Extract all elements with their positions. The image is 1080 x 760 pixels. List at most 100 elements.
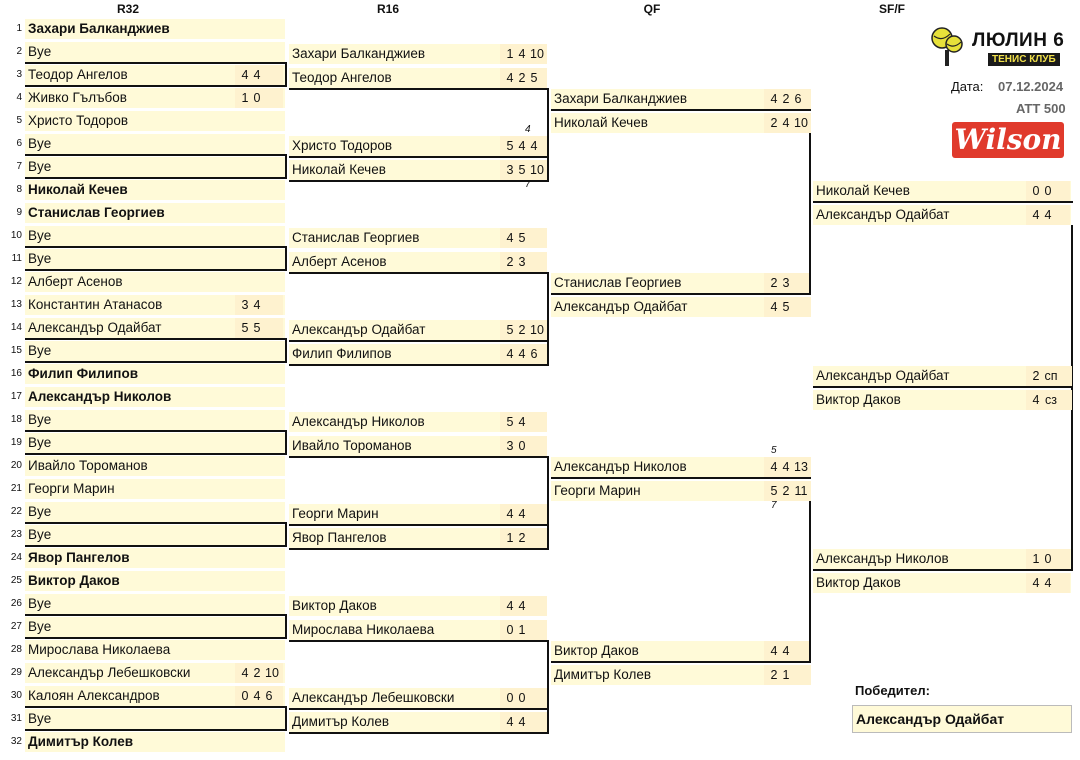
- r32-player[interactable]: Станислав Георгиев: [25, 203, 285, 223]
- set-score: 3: [518, 255, 526, 269]
- r32-player[interactable]: Bye: [25, 525, 285, 545]
- sf-player[interactable]: Александър Одайбат: [813, 205, 1071, 225]
- set-score: 2: [1032, 369, 1040, 383]
- r32-player[interactable]: Bye: [25, 157, 285, 177]
- r32-player[interactable]: Bye: [25, 226, 285, 246]
- r32-player[interactable]: Захари Балканджиев: [25, 19, 285, 39]
- r32-player[interactable]: Ивайло Тороманов: [25, 456, 285, 476]
- r32-player[interactable]: Bye: [25, 42, 285, 62]
- r32-player[interactable]: Николай Кечев: [25, 180, 285, 200]
- r32-player[interactable]: Теодор Ангелов: [25, 65, 285, 85]
- r32-player[interactable]: Живко Гълъбов: [25, 88, 285, 108]
- r32-player[interactable]: Калоян Александров: [25, 686, 285, 706]
- r32-player[interactable]: Александър Николов: [25, 387, 285, 407]
- final-player[interactable]: Виктор Даков: [813, 390, 1071, 410]
- r32-player[interactable]: Bye: [25, 134, 285, 154]
- set-score: 4: [782, 460, 790, 474]
- set-score: 4: [518, 139, 526, 153]
- final-player[interactable]: Александър Одайбат: [813, 366, 1071, 386]
- r32-player[interactable]: Алберт Асенов: [25, 272, 285, 292]
- r32-player[interactable]: Виктор Даков: [25, 571, 285, 591]
- qf-player[interactable]: Станислав Георгиев: [551, 273, 809, 293]
- set-score: 4: [530, 139, 538, 153]
- r16-player[interactable]: Станислав Георгиев: [289, 228, 547, 248]
- r16-player[interactable]: Виктор Даков: [289, 596, 547, 616]
- r32-player[interactable]: Александър Лебешковски: [25, 663, 285, 683]
- bracket-line: [289, 364, 549, 366]
- r16-player[interactable]: Александър Одайбат: [289, 320, 547, 340]
- r16-player[interactable]: Захари Балканджиев: [289, 44, 547, 64]
- bracket-line: [25, 361, 287, 363]
- seed-number: 31: [10, 713, 22, 724]
- r32-player[interactable]: Bye: [25, 249, 285, 269]
- r32-player[interactable]: Bye: [25, 410, 285, 430]
- r16-player[interactable]: Николай Кечев: [289, 160, 547, 180]
- seed-number: 11: [11, 253, 22, 264]
- seed-number: 10: [10, 230, 22, 241]
- set-score: 2: [770, 668, 778, 682]
- set-score: 10: [530, 163, 544, 177]
- qf-player[interactable]: Захари Балканджиев: [551, 89, 809, 109]
- r16-player[interactable]: Александър Лебешковски: [289, 688, 547, 708]
- r16-player[interactable]: Алберт Асенов: [289, 252, 547, 272]
- r32-player[interactable]: Александър Одайбат: [25, 318, 285, 338]
- seed-number: 20: [10, 460, 22, 471]
- r16-player[interactable]: Христо Тодоров: [289, 136, 547, 156]
- seed-number: 3: [16, 69, 22, 80]
- r32-player[interactable]: Мирослава Николаева: [25, 640, 285, 660]
- bracket-line: [1071, 225, 1073, 571]
- qf-player[interactable]: Димитър Колев: [551, 665, 809, 685]
- r16-player[interactable]: Мирослава Николаева: [289, 620, 547, 640]
- bracket-line: [813, 386, 1073, 388]
- bracket-line: [289, 640, 549, 642]
- bracket-line: [289, 272, 549, 274]
- qf-player[interactable]: Александър Одайбат: [551, 297, 809, 317]
- r32-player[interactable]: Георги Марин: [25, 479, 285, 499]
- r16-player[interactable]: Ивайло Тороманов: [289, 436, 547, 456]
- r32-player[interactable]: Bye: [25, 594, 285, 614]
- bracket-line: [289, 456, 549, 458]
- sf-player[interactable]: Виктор Даков: [813, 573, 1071, 593]
- sf-player[interactable]: Александър Николов: [813, 549, 1071, 569]
- set-score: 2: [782, 484, 790, 498]
- bracket-line: [285, 338, 287, 363]
- r32-player[interactable]: Bye: [25, 617, 285, 637]
- set-score: 2: [770, 276, 778, 290]
- r16-player[interactable]: Александър Николов: [289, 412, 547, 432]
- set-score: 4: [506, 71, 514, 85]
- set-score: 4: [1032, 576, 1040, 590]
- r32-player[interactable]: Христо Тодоров: [25, 111, 285, 131]
- r16-player[interactable]: Явор Пангелов: [289, 528, 547, 548]
- qf-player[interactable]: Николай Кечев: [551, 113, 809, 133]
- r16-player[interactable]: Филип Филипов: [289, 344, 547, 364]
- sf-player[interactable]: Николай Кечев: [813, 181, 1071, 201]
- qf-player[interactable]: Георги Марин: [551, 481, 809, 501]
- r32-player[interactable]: Bye: [25, 502, 285, 522]
- r32-player[interactable]: Филип Филипов: [25, 364, 285, 384]
- r32-player[interactable]: Bye: [25, 709, 285, 729]
- r32-player[interactable]: Явор Пангелов: [25, 548, 285, 568]
- r32-player[interactable]: Константин Атанасов: [25, 295, 285, 315]
- set-score: 10: [265, 666, 279, 680]
- set-score: 4: [506, 507, 514, 521]
- qf-player[interactable]: Александър Николов: [551, 457, 809, 477]
- bracket-line: [551, 661, 811, 663]
- r32-player[interactable]: Bye: [25, 341, 285, 361]
- r16-player[interactable]: Теодор Ангелов: [289, 68, 547, 88]
- r16-player[interactable]: Димитър Колев: [289, 712, 547, 732]
- r32-player[interactable]: Bye: [25, 433, 285, 453]
- seed-number: 16: [10, 368, 22, 379]
- bracket-line: [285, 62, 287, 87]
- r16-player[interactable]: Георги Марин: [289, 504, 547, 524]
- bracket-line: [551, 109, 811, 111]
- r32-player[interactable]: Димитър Колев: [25, 732, 285, 752]
- qf-player[interactable]: Виктор Даков: [551, 641, 809, 661]
